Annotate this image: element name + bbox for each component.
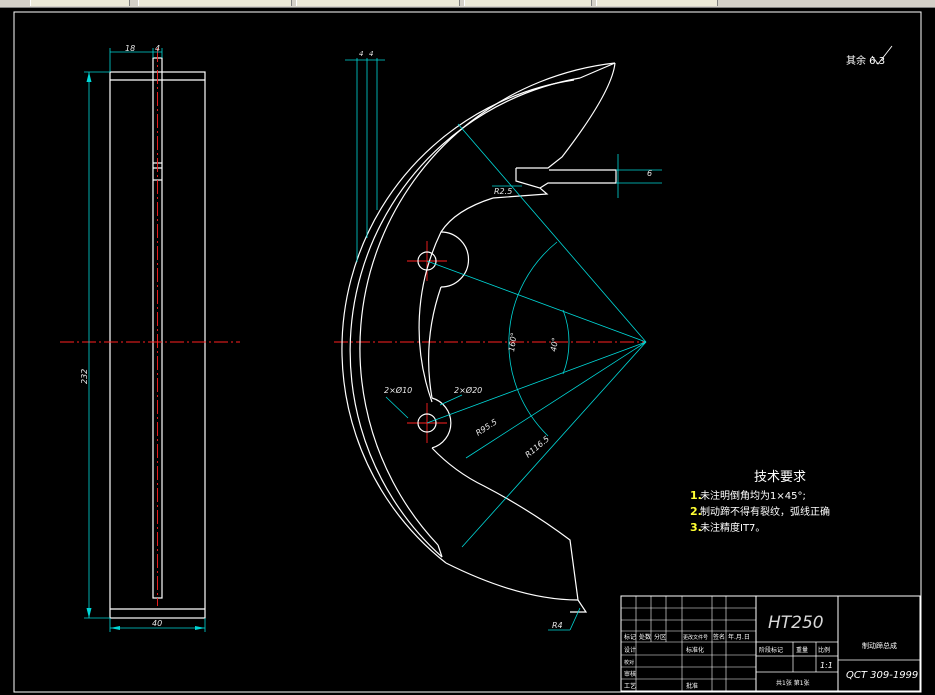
dim-r4: R4 [552,621,563,630]
dim-angle-40: 40° [549,337,560,352]
svg-text:4: 4 [369,50,373,58]
svg-text:阶段标记: 阶段标记 [759,646,783,654]
upper-pin-hole [417,251,437,271]
svg-text:其余 6.3: 其余 6.3 [846,54,885,67]
svg-text:年.月.日: 年.月.日 [728,633,750,641]
svg-text:1:1: 1:1 [820,661,833,670]
surface-roughness-note: 其余 6.3 [846,45,893,67]
part-name: 制动蹄总成 [862,641,897,650]
tech-item-3: 未注精度IT7。 [700,521,765,534]
front-view-dimensions: 4 4 6 R2.5 160° 40° 2×Ø10 2×Ø20 R95.5 R1… [345,50,662,631]
svg-text:3.: 3. [690,521,702,534]
file-tab-strip [0,0,935,8]
svg-text:分区: 分区 [654,633,666,641]
tech-item-2: 制动蹄不得有裂纹，弧线正确 [700,505,830,518]
file-tab-1[interactable] [30,0,130,6]
svg-text:工艺: 工艺 [624,682,636,690]
file-tab-4[interactable] [464,0,592,6]
brake-shoe-outline [341,62,617,613]
tech-title: 技术要求 [754,470,806,485]
technical-requirements: 技术要求 1. 未注明倒角均为1×45°; 2. 制动蹄不得有裂纹，弧线正确 3… [690,470,830,534]
dim-r116-5: R116.5 [524,434,552,459]
standard-number: QCT 309-1999 [846,670,918,681]
svg-text:2.: 2. [690,505,702,518]
svg-text:4: 4 [359,50,363,58]
dim-side-height: 232 [80,369,89,384]
svg-text:标记: 标记 [624,633,636,641]
dim-hole-20: 2×Ø20 [454,385,482,395]
svg-text:更改文件号: 更改文件号 [683,634,708,641]
file-tab-5[interactable] [596,0,718,6]
svg-text:1.: 1. [690,489,702,502]
dim-r2-5: R2.5 [494,187,512,196]
dim-angle-160: 160° [507,332,519,352]
svg-text:校对: 校对 [624,659,634,666]
dim-top-18: 18 [125,44,135,53]
svg-text:重量: 重量 [796,646,808,654]
side-view-dimensions: 18 4 232 40 [80,44,206,632]
svg-text:签名: 签名 [713,633,725,641]
svg-text:比例: 比例 [818,646,830,654]
svg-text:共1张 第1张: 共1张 第1张 [776,679,810,687]
side-view [60,48,240,619]
svg-text:批准: 批准 [686,682,698,690]
file-tab-2[interactable] [138,0,292,6]
svg-text:设计: 设计 [624,646,636,654]
material-label: HT250 [768,613,824,633]
svg-text:审核: 审核 [624,670,636,678]
dim-r95-5: R95.5 [474,417,499,437]
tech-item-1: 未注明倒角均为1×45°; [700,489,806,502]
lower-pin-hole [417,413,437,433]
title-block: 标记 处数 分区 更改文件号 签名 年.月.日 设计 标准化 校对 审核 工艺 … [620,595,921,692]
dim-hole-10: 2×Ø10 [384,385,412,395]
file-tab-3[interactable] [296,0,460,6]
svg-text:处数: 处数 [639,633,651,641]
drawing-frame [13,11,922,693]
front-view-centerlines [334,241,645,443]
dim-offset-6: 6 [647,169,652,178]
dim-bottom-40: 40 [152,619,162,628]
svg-text:标准化: 标准化 [686,646,704,654]
dim-top-4: 4 [155,44,160,53]
